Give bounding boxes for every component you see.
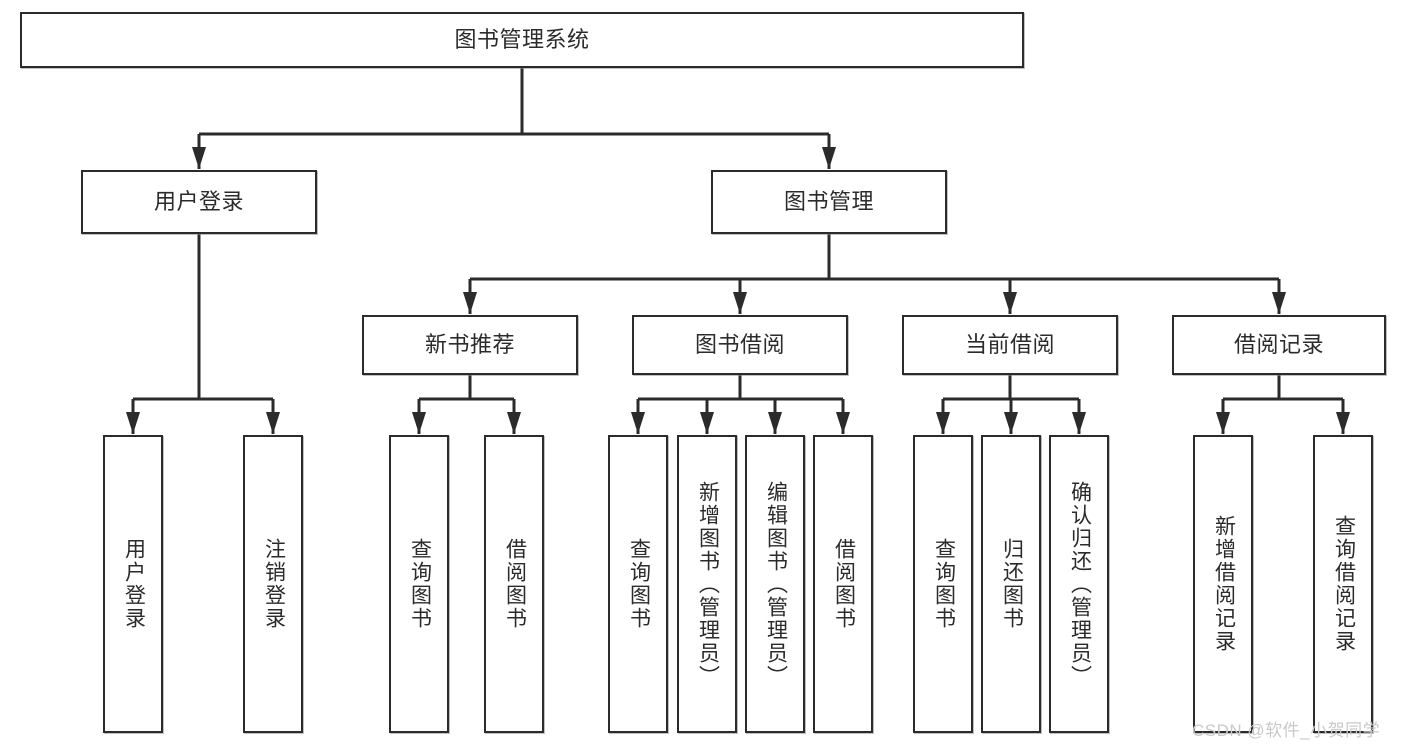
node-label: 图书管理 bbox=[783, 189, 874, 215]
node-label: 用户登录 bbox=[153, 189, 244, 215]
node-root[interactable]: 图书管理系统 bbox=[20, 12, 1024, 68]
node-label: 新增图书（管理员） bbox=[696, 480, 720, 688]
node-label: 用户登录 bbox=[122, 538, 146, 630]
node-label: 查询图书 bbox=[408, 538, 432, 630]
node-l-query2[interactable]: 查询图书 bbox=[608, 435, 668, 733]
node-label: 借阅图书 bbox=[832, 538, 856, 630]
node-label: 借阅图书 bbox=[503, 538, 527, 630]
node-record[interactable]: 借阅记录 bbox=[1172, 315, 1386, 375]
node-l-confirm[interactable]: 确认归还（管理员） bbox=[1049, 435, 1109, 733]
node-label: 查询借阅记录 bbox=[1332, 515, 1356, 653]
node-label: 借阅记录 bbox=[1233, 332, 1324, 358]
node-l-return[interactable]: 归还图书 bbox=[981, 435, 1041, 733]
node-login[interactable]: 用户登录 bbox=[81, 170, 317, 234]
node-label: 新书推荐 bbox=[424, 332, 515, 358]
node-label: 确认归还（管理员） bbox=[1068, 480, 1092, 688]
node-l-edit[interactable]: 编辑图书（管理员） bbox=[745, 435, 805, 733]
node-l-query3[interactable]: 查询图书 bbox=[913, 435, 973, 733]
node-l-querynew[interactable]: 查询图书 bbox=[389, 435, 449, 733]
node-label: 查询图书 bbox=[627, 538, 651, 630]
node-label: 注销登录 bbox=[262, 538, 286, 630]
node-label: 新增借阅记录 bbox=[1212, 515, 1236, 653]
node-l-borrow2[interactable]: 借阅图书 bbox=[813, 435, 873, 733]
node-bookmgmt[interactable]: 图书管理 bbox=[711, 170, 947, 234]
node-label: 图书借阅 bbox=[694, 332, 785, 358]
node-label: 编辑图书（管理员） bbox=[764, 480, 788, 688]
node-label: 图书管理系统 bbox=[454, 27, 590, 53]
node-label: 查询图书 bbox=[932, 538, 956, 630]
node-l-login[interactable]: 用户登录 bbox=[103, 435, 163, 733]
node-newbook[interactable]: 新书推荐 bbox=[362, 315, 578, 375]
node-l-add[interactable]: 新增图书（管理员） bbox=[677, 435, 737, 733]
node-l-queryrec[interactable]: 查询借阅记录 bbox=[1313, 435, 1373, 733]
node-l-logout[interactable]: 注销登录 bbox=[243, 435, 303, 733]
node-l-borrownew[interactable]: 借阅图书 bbox=[484, 435, 544, 733]
watermark: CSDN @软件_小贺同学 bbox=[1192, 721, 1381, 740]
node-l-addrec[interactable]: 新增借阅记录 bbox=[1193, 435, 1253, 733]
node-label: 当前借阅 bbox=[964, 332, 1055, 358]
node-borrow[interactable]: 图书借阅 bbox=[632, 315, 848, 375]
node-current[interactable]: 当前借阅 bbox=[902, 315, 1118, 375]
node-label: 归还图书 bbox=[1000, 538, 1024, 630]
